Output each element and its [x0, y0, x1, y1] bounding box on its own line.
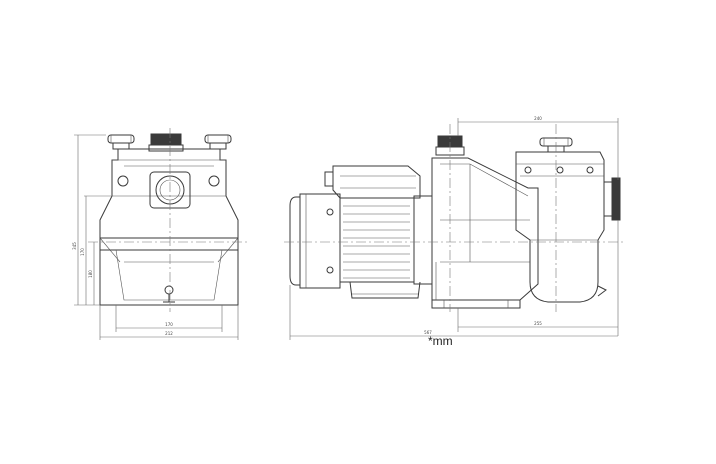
side-view: 240 255 567	[284, 116, 624, 340]
dim-axis-height: 180	[88, 270, 93, 278]
dim-pump-body-length: 240	[534, 116, 542, 121]
front-height-dimensions: 345 170 180	[72, 134, 112, 306]
dim-inlet-height: 170	[80, 248, 85, 256]
terminal-box	[324, 165, 421, 199]
dim-overall-length: 567	[424, 330, 432, 335]
dim-overall-height: 345	[72, 242, 77, 250]
front-center-cap	[148, 133, 184, 152]
front-view: 345 170 180 170 212	[72, 128, 250, 340]
motor-end-cover	[289, 193, 341, 289]
dim-overall-width: 212	[165, 331, 173, 336]
pump-body	[431, 135, 539, 309]
dim-base-length: 255	[534, 321, 542, 326]
unit-note: *mm	[428, 334, 453, 348]
motor-body	[326, 195, 433, 285]
dim-base-width: 170	[165, 322, 173, 327]
front-housing	[99, 148, 239, 306]
side-dimensions: 240 255 567	[289, 116, 619, 340]
front-width-dimensions: 170 212	[99, 305, 239, 340]
strainer-housing	[515, 137, 621, 303]
front-left-knob	[107, 134, 135, 150]
motor-foot	[349, 281, 421, 299]
front-right-knob	[204, 134, 232, 150]
